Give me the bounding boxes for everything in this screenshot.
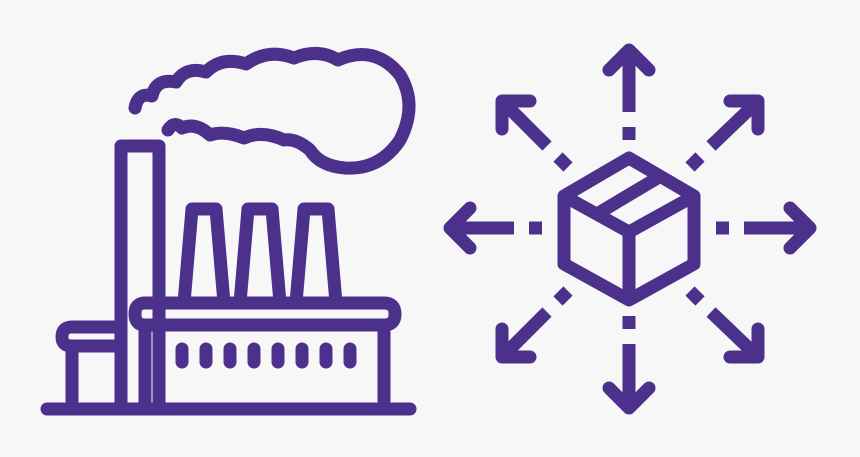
windows xyxy=(175,342,357,369)
smoke-cloud xyxy=(128,47,416,175)
small-building xyxy=(55,320,128,416)
main-building-body xyxy=(138,318,391,416)
factory-icon xyxy=(40,47,417,416)
arrow-right-icon xyxy=(716,201,817,255)
box-icon xyxy=(557,151,701,307)
arrow-up-right-icon xyxy=(685,94,765,172)
arrow-down-left-icon xyxy=(495,286,573,364)
arrow-up-icon xyxy=(602,43,656,140)
package-distribution-icon xyxy=(443,43,817,415)
smokestack-2 xyxy=(233,202,287,310)
smokestack-1 xyxy=(177,202,231,310)
smokestack-3 xyxy=(289,202,343,310)
arrow-down-right-icon xyxy=(685,286,765,364)
arrow-down-icon xyxy=(602,316,656,415)
arrow-left-icon xyxy=(443,201,542,255)
arrow-up-left-icon xyxy=(495,94,573,172)
main-building-roof xyxy=(128,296,402,332)
